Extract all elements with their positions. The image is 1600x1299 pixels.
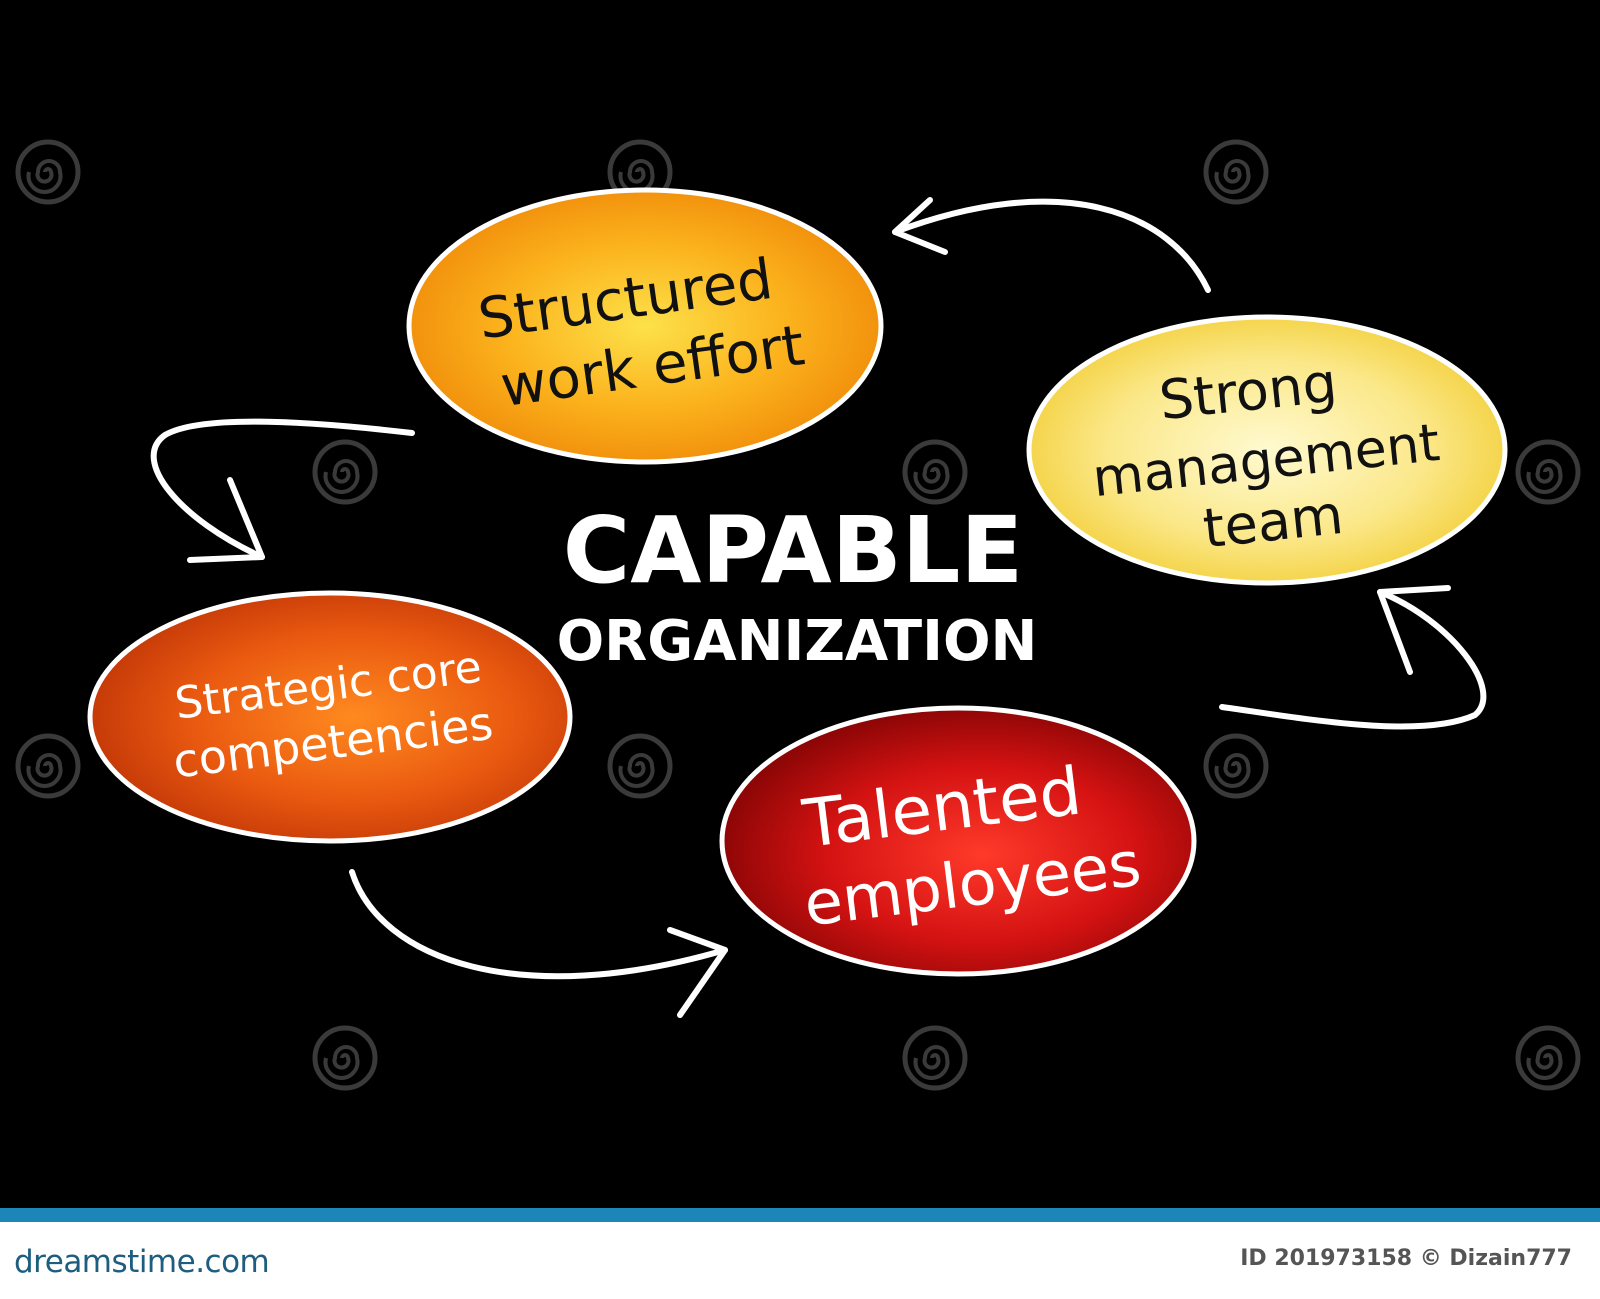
arrow-structured-to-strategic [150,418,415,563]
arrow-talented-to-management [1219,585,1487,730]
watermark-spiral-icon [1518,1028,1578,1088]
watermark-spiral-icon [1206,736,1266,796]
node-label: team [1200,483,1346,560]
watermark-spiral-icon [1518,442,1578,502]
watermark-spiral-icon [905,1028,965,1088]
watermark-spiral-icon [610,736,670,796]
watermark-spiral-icon [315,442,375,502]
watermark-spiral-icon [905,442,965,502]
node-strategic: Strategic core competencies [87,590,573,844]
node-management: Strong management team [1026,314,1508,586]
footer-accent-bar [0,1208,1600,1222]
arrow-strategic-to-talented [349,869,728,1018]
watermark-spiral-icon [18,736,78,796]
center-title: CAPABLE ORGANIZATION [557,497,1038,674]
mind-map-diagram: Structured work effort Strong management… [0,0,1600,1208]
stock-footer: dreamstime.com ID 201973158 © Dizain777 [0,1208,1600,1299]
footer-site-name[interactable]: dreamstime.com [14,1244,270,1280]
watermark-spiral-icon [18,142,78,202]
footer-image-id: ID 201973158 © Dizain777 [1240,1246,1572,1271]
center-title-line1: CAPABLE [563,497,1024,604]
watermark-spiral-icon [1206,142,1266,202]
arrow-management-to-structured [892,197,1211,293]
center-title-line2: ORGANIZATION [557,609,1038,674]
node-structured: Structured work effort [406,187,884,465]
node-talented: Talented employees [719,705,1197,977]
watermark-spiral-icon [315,1028,375,1088]
